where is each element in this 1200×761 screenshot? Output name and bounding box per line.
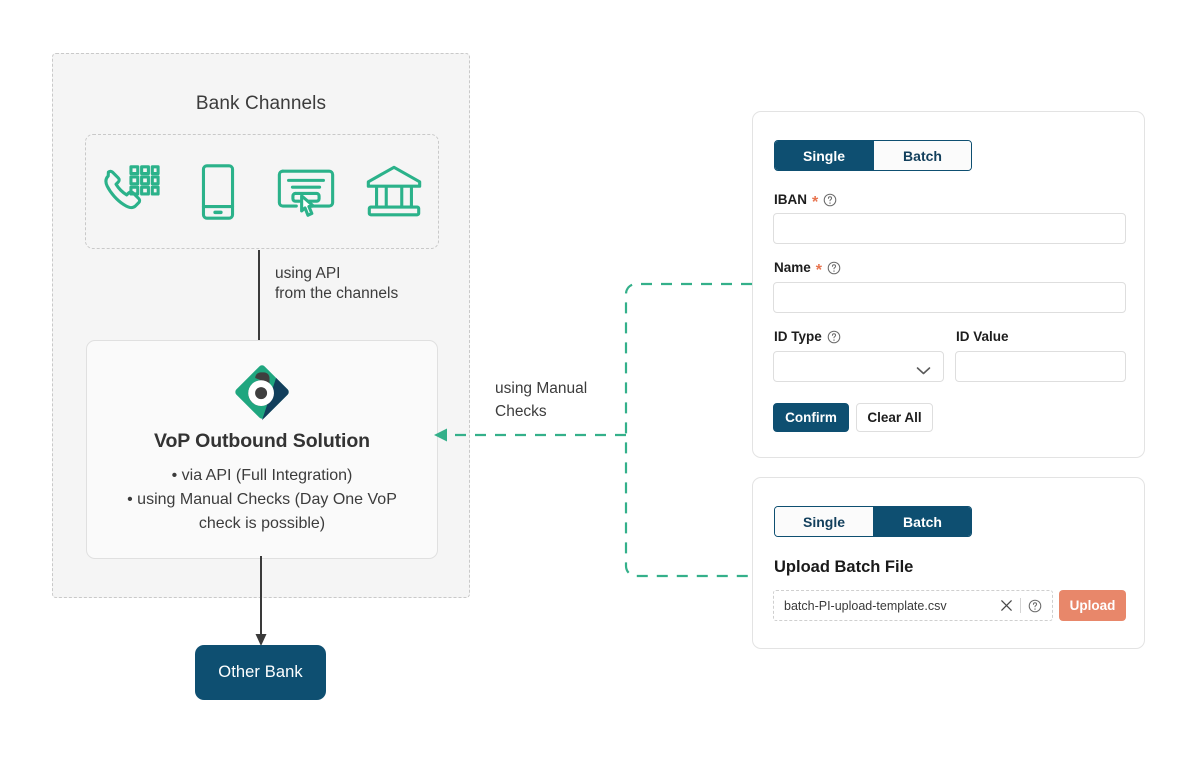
batch-panel-tabs: Single Batch [774, 506, 972, 537]
id-type-label-text: ID Type [774, 329, 822, 344]
confirm-button[interactable]: Confirm [773, 403, 849, 432]
vop-card-title: VoP Outbound Solution [154, 430, 370, 452]
name-label-text: Name [774, 260, 811, 275]
tab-single-batchpanel[interactable]: Single [775, 507, 873, 536]
close-icon[interactable] [1000, 599, 1013, 612]
tab-batch-batchpanel-label: Batch [903, 513, 942, 530]
phone-keypad-icon [99, 161, 161, 223]
bank-channels-title: Bank Channels [195, 93, 327, 114]
name-label: Name * [774, 260, 841, 278]
bank-channels-group: Bank Channels [52, 53, 470, 598]
selected-file-name: batch-PI-upload-template.csv [784, 598, 947, 613]
clear-all-button[interactable]: Clear All [856, 403, 933, 432]
selected-file-chip: batch-PI-upload-template.csv [773, 590, 1053, 621]
help-circle-icon[interactable] [1028, 599, 1042, 613]
api-connector-label: using API from the channels [275, 265, 399, 302]
batch-upload-panel: Single Batch Upload Batch File batch-PI-… [752, 477, 1145, 649]
name-input[interactable] [773, 282, 1126, 313]
vop-brand-logo [87, 363, 437, 421]
tab-single-batchpanel-label: Single [802, 513, 845, 530]
other-bank-node: Other Bank [195, 645, 326, 700]
confirm-button-label: Confirm [785, 410, 837, 425]
manual-checks-connector [420, 270, 760, 590]
upload-batch-file-title: Upload Batch File [774, 558, 914, 576]
iban-input[interactable] [773, 213, 1126, 244]
single-check-panel: Single Batch IBAN * Name * [752, 111, 1145, 458]
help-circle-icon[interactable] [827, 330, 841, 344]
tab-batch-batchpanel[interactable]: Batch [873, 507, 971, 536]
clear-all-button-label: Clear All [867, 410, 922, 425]
vop-card-bullets: • via API (Full Integration) • using Man… [101, 464, 423, 536]
online-banking-click-icon [275, 161, 337, 223]
id-type-label: ID Type [774, 329, 841, 344]
vop-bullet-0: • via API (Full Integration) [171, 467, 353, 484]
vop-outbound-solution-card: VoP Outbound Solution • via API (Full In… [86, 340, 438, 559]
id-value-label: ID Value [956, 329, 1009, 344]
chip-divider [1020, 598, 1021, 613]
other-bank-arrow [251, 556, 271, 646]
other-bank-label: Other Bank [218, 663, 303, 681]
vop-bullet-1: • using Manual Checks (Day One VoP check… [127, 491, 397, 532]
single-panel-tabs: Single Batch [774, 140, 972, 171]
manual-checks-label: using Manual Checks [495, 380, 588, 420]
chevron-down-icon [916, 362, 931, 374]
tab-batch[interactable]: Batch [873, 141, 971, 170]
help-circle-icon[interactable] [823, 193, 837, 207]
id-type-select[interactable] [773, 351, 944, 382]
tab-batch-label: Batch [903, 147, 942, 164]
tab-single-label: Single [802, 147, 845, 164]
bank-building-icon [363, 161, 425, 223]
upload-button[interactable]: Upload [1059, 590, 1126, 621]
id-value-input[interactable] [955, 351, 1126, 382]
help-circle-icon[interactable] [827, 261, 841, 275]
iban-label: IBAN * [774, 192, 837, 210]
upload-button-label: Upload [1069, 598, 1116, 613]
iban-label-text: IBAN [774, 192, 807, 207]
id-value-label-text: ID Value [956, 329, 1009, 344]
tab-single[interactable]: Single [775, 141, 873, 170]
bank-channels-icon-row [85, 134, 439, 249]
mobile-phone-icon [187, 161, 249, 223]
